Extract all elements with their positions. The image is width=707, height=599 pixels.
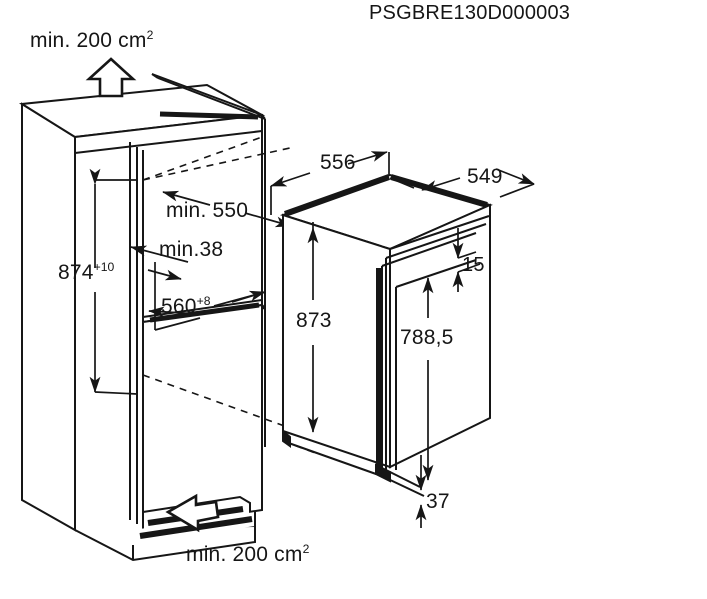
dim-label-min38: min.38 bbox=[159, 238, 224, 261]
cabinet-top-shadow bbox=[159, 111, 259, 120]
cabinet-door-stile bbox=[129, 142, 144, 528]
dim-label-560: 560+8 bbox=[161, 294, 211, 318]
dim-label-min550: min. 550 bbox=[166, 199, 249, 222]
dim-874-value: 874 bbox=[58, 261, 94, 284]
dim-label-37: 37 bbox=[426, 490, 450, 513]
dim-874-tolerance: +10 bbox=[93, 260, 115, 274]
vent-bottom-text: min. 200 cm bbox=[186, 543, 303, 566]
vent-top-label: min. 200 cm2 bbox=[30, 28, 154, 52]
appliance-front-face bbox=[282, 213, 391, 469]
appliance-top-edge-shadow bbox=[283, 174, 488, 217]
dim-560-tolerance: +8 bbox=[196, 294, 211, 308]
dim-874 bbox=[89, 168, 138, 395]
vent-bottom-superscript: 2 bbox=[302, 542, 310, 556]
cabinet-lower-front bbox=[142, 303, 263, 530]
dim-549 bbox=[389, 168, 535, 198]
dim-label-7885: 788,5 bbox=[400, 326, 454, 349]
dim-556 bbox=[270, 151, 390, 215]
cabinet-shelf-shadow bbox=[149, 302, 260, 323]
dim-label-15: 15 bbox=[462, 254, 485, 276]
appliance-dashed-guides bbox=[282, 440, 319, 455]
appliance-door-inner-line bbox=[395, 259, 477, 470]
dim-label-549: 549 bbox=[467, 165, 503, 188]
dim-label-874: 874+10 bbox=[58, 260, 115, 284]
vent-top-superscript: 2 bbox=[146, 28, 154, 42]
drawing-code-title: PSGBRE130D000003 bbox=[369, 2, 571, 24]
dim-560 bbox=[148, 290, 266, 331]
dim-560-value: 560 bbox=[161, 295, 197, 318]
vent-arrow-up-icon bbox=[85, 57, 137, 98]
cabinet-body bbox=[18, 73, 266, 532]
vent-bottom-label: min. 200 cm2 bbox=[186, 542, 310, 566]
vent-top-text: min. 200 cm bbox=[30, 29, 147, 52]
dim-label-556: 556 bbox=[320, 151, 356, 174]
vent-arrow-left-icon bbox=[165, 493, 220, 533]
cabinet-dashed-guides bbox=[142, 136, 291, 429]
dim-label-873: 873 bbox=[296, 309, 332, 332]
dim-15 bbox=[452, 228, 481, 292]
dim-min38 bbox=[130, 245, 189, 330]
